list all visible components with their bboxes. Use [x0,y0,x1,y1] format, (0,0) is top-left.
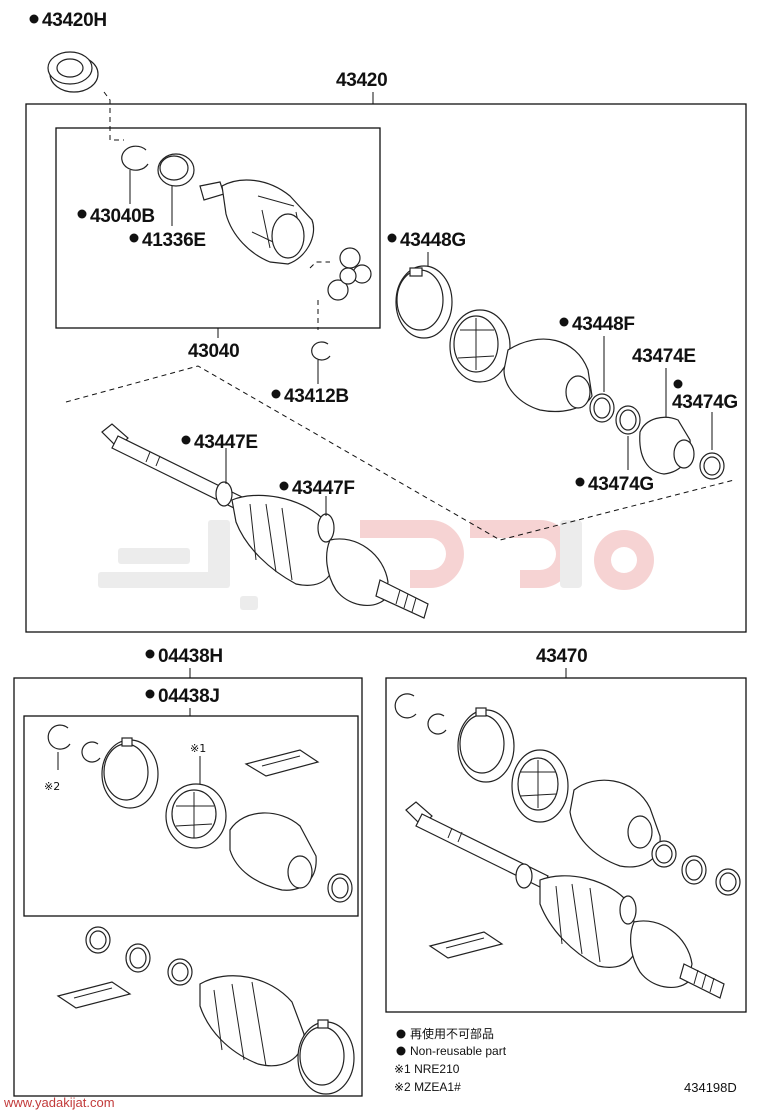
frame-43420 [25,103,747,633]
label-43412B: 43412B [284,386,349,407]
diagram-ref-code: 434198D [684,1080,737,1095]
part-outer-boot-lower [199,975,305,1067]
part-small-clamp-04438J [327,873,353,903]
part-clamp-small [615,405,641,435]
label-43470: 43470 [536,646,587,667]
part-inboard-boot [449,309,593,413]
frame-04438H [13,677,363,1097]
part-43470-grease-pack [428,931,504,959]
frame-04438J [23,715,359,917]
part-large-clamp-lower [297,1019,355,1095]
part-grease-pack-lower [56,981,132,1009]
part-snap-ring-left [47,724,71,750]
part-43420H-bearing [47,51,99,93]
label-43420: 43420 [336,70,387,91]
part-43448F-clamp [589,393,615,423]
label-43448G: 43448G [400,230,466,251]
label-43448F: 43448F [572,314,635,335]
part-drive-shaft [101,423,429,619]
label-04438J: 04438J [158,686,220,707]
label-43040B: 43040B [90,206,155,227]
part-boot-04438J [229,812,317,891]
legend-non-reusable-en: Non-reusable part [410,1044,507,1058]
label-43040: 43040 [188,341,239,362]
part-43474E-boot [639,416,695,475]
part-tripod-joint [327,247,372,301]
part-43412B-snap-ring [311,341,331,361]
mark-1: ※1 [190,742,206,755]
part-clamp-c-lower [167,958,193,986]
legend: 再使用不可部品 Non-reusable part ※1 NRE210 ※2 M… [394,1026,507,1094]
part-43470-clamp-c [715,868,741,896]
label-04438H: 04438H [158,646,223,667]
part-43040B-snap-ring [121,145,149,171]
dash-outline [65,365,735,541]
part-tripod-housing-04438J [165,783,227,849]
part-43470-shaft [405,801,725,999]
part-43470-clamp-a [651,840,677,868]
legend-note-1: ※1 NRE210 [394,1062,460,1076]
non-reusable-dot [29,14,39,24]
frame-43470 [385,677,747,1013]
part-clamp-b-lower [125,943,151,973]
part-43470-boot [569,779,661,868]
part-41336E-seal [157,153,195,187]
legend-non-reusable-jp: 再使用不可部品 [410,1026,494,1041]
legend-note-2: ※2 MZEA1# [394,1080,461,1094]
watermark-logo [98,520,654,610]
part-inboard-joint-housing [199,179,315,265]
watermark-url: www.yadakijat.com [3,1095,115,1110]
label-43474G-lower: 43474G [588,474,654,495]
part-43448G-boot-clamp [395,265,453,339]
legend-dot-en [396,1046,406,1056]
label-43420H: 43420H [42,10,107,31]
part-43474G-clamp-upper [699,452,725,480]
part-43470-clamp-b [681,855,707,885]
part-grease-pack-04438J [244,749,320,777]
part-clamp-04438J [101,737,159,809]
part-43470-snap-ring [394,693,417,719]
label-43474G-upper: 43474G [672,392,738,413]
part-43470-small-ring [427,713,447,735]
label-43447F: 43447F [292,478,355,499]
label-43447E: 43447E [194,432,258,453]
part-clamp-a-lower [85,926,111,954]
part-43470-housing [511,749,569,823]
legend-dot-jp [396,1029,406,1039]
part-small-ring-left [81,741,101,763]
mark-2: ※2 [44,780,60,793]
label-41336E: 41336E [142,230,206,251]
part-43470-clamp [457,707,515,783]
leader-43420H [103,91,124,141]
label-43474E: 43474E [632,346,696,367]
